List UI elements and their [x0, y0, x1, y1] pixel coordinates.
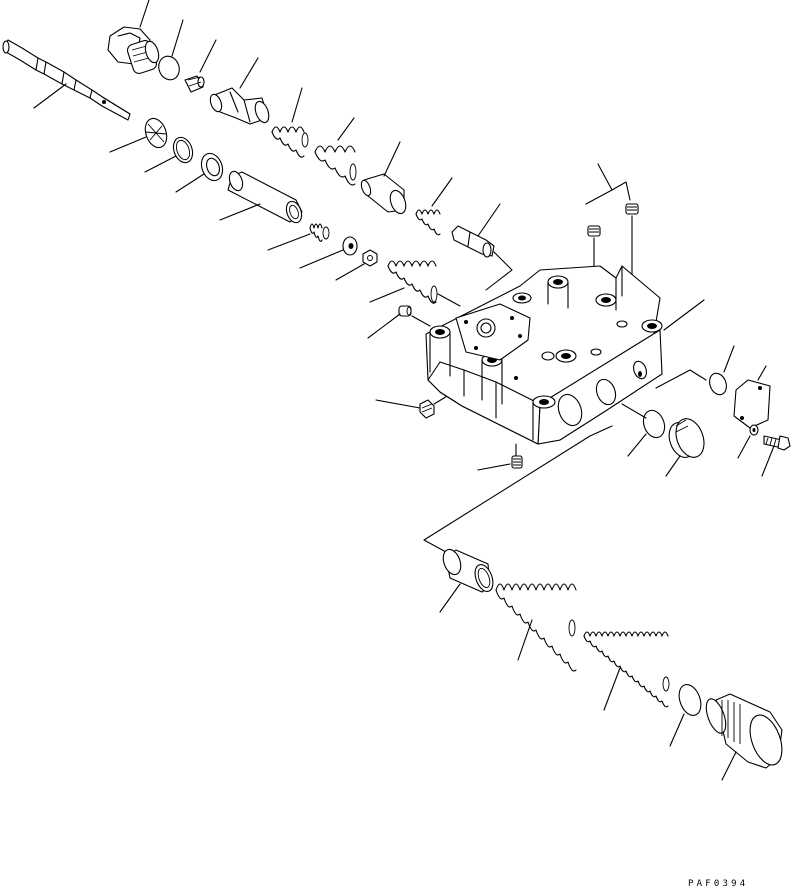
leader-right-o-ring-2: [627, 433, 647, 457]
top-spring-1: [271, 126, 309, 158]
leader-cover: [757, 365, 767, 381]
leader-bottom-sleeve: [439, 583, 461, 613]
right-washer: [749, 424, 759, 436]
leader-spring-left-body: [437, 293, 461, 307]
leader-bottom-o-ring: [669, 713, 685, 747]
leader-top-piston: [383, 141, 401, 177]
leader-nut: [335, 263, 365, 281]
leader-small-plug-left: [367, 313, 401, 339]
spring-left: [387, 260, 438, 304]
leader-plugs-top-right: [585, 163, 631, 205]
set-plug-bottom: [511, 455, 523, 469]
leader-o-ring-2-to-body: [621, 403, 647, 419]
bottom-spring-2: [583, 631, 670, 708]
leader-set-plug-bottom: [477, 463, 511, 471]
spacer: [309, 223, 330, 242]
leader-sleeve: [219, 203, 261, 221]
leader-top-stop: [199, 39, 217, 73]
figure-code: PAF0394: [688, 879, 749, 889]
leader-top-plunger: [477, 203, 501, 237]
retainer: [144, 117, 168, 149]
leader-spool: [33, 83, 67, 109]
top-valve: [209, 87, 270, 125]
washer: [342, 236, 358, 256]
leader-cover-to-body: [655, 369, 707, 389]
leader-bolt: [761, 445, 775, 477]
spool: [2, 39, 131, 121]
bottom-o-ring: [678, 684, 702, 716]
right-o-ring-1: [709, 372, 727, 396]
leader-top-plug: [139, 0, 150, 28]
valve-body: [425, 265, 663, 445]
leader-set-plug-left: [375, 399, 421, 409]
leader-spacer: [267, 233, 311, 251]
leader-top-spring-2: [337, 117, 355, 141]
leader-bottom-spring-2: [603, 667, 621, 711]
top-plug: [107, 26, 160, 74]
nut: [362, 249, 378, 267]
leader-right-washer: [737, 435, 751, 459]
right-o-ring-2: [642, 409, 666, 439]
leader-right-plug: [665, 455, 681, 477]
top-piston: [360, 173, 407, 215]
top-spring-2: [314, 145, 357, 186]
leader-right-o-ring-1: [723, 345, 735, 373]
small-plug-left: [398, 305, 412, 317]
bolt: [763, 435, 791, 451]
leader-spring-left: [369, 287, 405, 303]
leader-seat: [175, 173, 205, 193]
top-spring-3: [415, 209, 441, 236]
leader-retainer: [109, 136, 147, 153]
sleeve: [227, 170, 303, 224]
seat: [200, 152, 224, 182]
leader-washer: [299, 249, 344, 269]
right-plug: [668, 418, 705, 458]
leader-plunger-to-body: [485, 251, 513, 291]
plugs-top-right: [587, 203, 639, 237]
bottom-sleeve: [442, 548, 494, 593]
leader-top-valve: [239, 57, 259, 89]
top-plunger: [451, 225, 495, 258]
leader-top-o-ring: [171, 19, 184, 57]
leader-top-spring-1: [291, 87, 303, 123]
leader-valve-body: [663, 299, 705, 331]
set-plug-left: [419, 399, 435, 419]
leader-bottom-group: [423, 425, 613, 553]
leader-top-spring-3: [431, 177, 453, 207]
leader-bottom-spring-1: [517, 619, 533, 661]
leader-snap-ring: [144, 155, 177, 173]
top-stop: [184, 75, 205, 93]
snap-ring: [172, 136, 194, 164]
bottom-spring-1: [495, 583, 577, 672]
cover: [733, 379, 771, 429]
bottom-plug: [705, 693, 783, 769]
leader-small-plug-left-body: [411, 315, 431, 327]
leader-bottom-plug: [721, 751, 737, 781]
top-o-ring: [158, 55, 180, 81]
